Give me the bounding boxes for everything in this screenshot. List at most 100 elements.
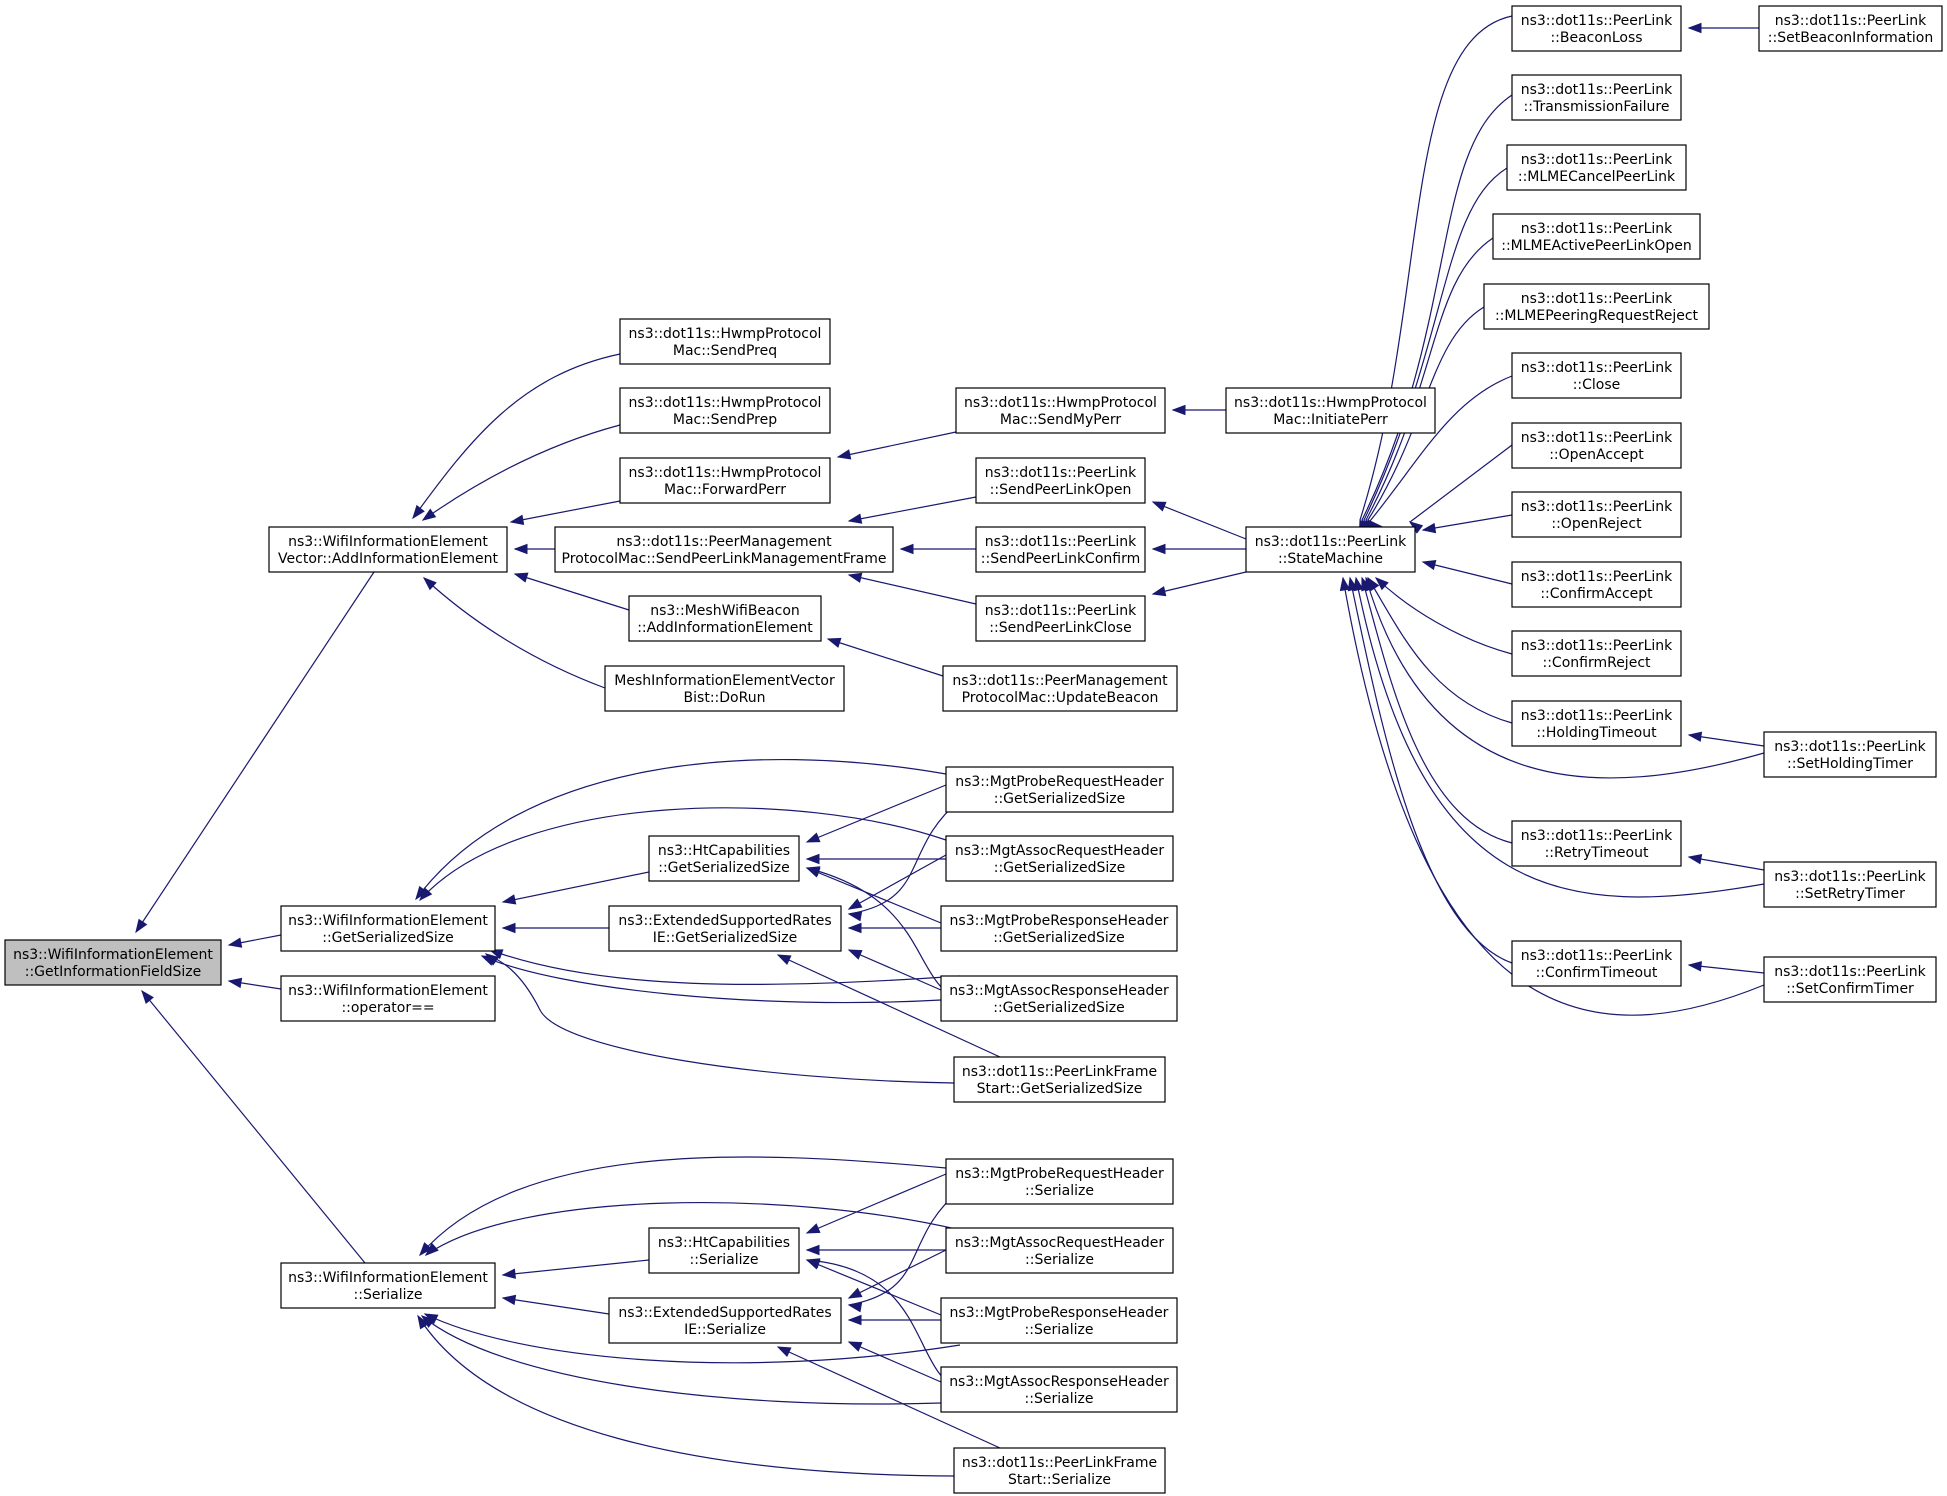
edge-updateBeacon-to-meshBeaconAdd — [826, 637, 944, 677]
edge-line — [481, 955, 942, 1004]
node-holdingTimeout[interactable]: ns3::dot11s::PeerLink::HoldingTimeout — [1511, 700, 1682, 747]
node-assocReqSize[interactable]: ns3::MgtAssocRequestHeader::GetSerialize… — [945, 835, 1174, 882]
node-setHoldingTimer[interactable]: ns3::dot11s::PeerLink::SetHoldingTimer — [1763, 731, 1937, 778]
node-label-line: MeshInformationElementVector — [614, 673, 835, 689]
node-box — [648, 1227, 800, 1274]
node-getSerSize[interactable]: ns3::WifiInformationElement::GetSerializ… — [280, 905, 496, 952]
edge-line — [777, 1346, 1001, 1449]
node-box — [604, 665, 845, 712]
node-label-line: ns3::dot11s::HwmpProtocol — [629, 465, 822, 481]
node-root[interactable]: ns3::WifiInformationElement::GetInformat… — [4, 939, 222, 986]
node-beaconLoss[interactable]: ns3::dot11s::PeerLink::BeaconLoss — [1511, 5, 1682, 52]
node-label-line: ns3::dot11s::PeerLink — [1521, 638, 1673, 654]
arrowhead-icon — [826, 637, 842, 648]
edge-beaconLoss-to-stateMachine — [1358, 15, 1513, 534]
node-label-line: ns3::dot11s::PeerLink — [1774, 739, 1926, 755]
arrowhead-icon — [501, 1294, 517, 1306]
node-box — [945, 835, 1174, 882]
node-updateBeacon[interactable]: ns3::dot11s::PeerManagementProtocolMac::… — [942, 665, 1178, 712]
node-label-line: ::SendPeerLinkClose — [989, 620, 1131, 636]
node-box — [4, 939, 222, 986]
edge-probeReqSize-to-extRatesSize — [847, 799, 961, 922]
node-box — [940, 1297, 1178, 1344]
edge-line — [848, 949, 942, 991]
node-addInfoVec[interactable]: ns3::WifiInformationElementVector::AddIn… — [268, 526, 508, 573]
node-meshBeaconAdd[interactable]: ns3::MeshWifiBeacon::AddInformationEleme… — [628, 595, 822, 642]
node-sendPLOpen[interactable]: ns3::dot11s::PeerLink::SendPeerLinkOpen — [975, 457, 1146, 504]
node-sendPLMF[interactable]: ns3::dot11s::PeerManagementProtocolMac::… — [554, 526, 894, 573]
arrowhead-icon — [513, 543, 528, 555]
node-probeReqSize[interactable]: ns3::MgtProbeRequestHeader::GetSerialize… — [945, 766, 1174, 813]
node-stateMachine[interactable]: ns3::dot11s::PeerLink::StateMachine — [1245, 526, 1416, 573]
node-confirmAccept[interactable]: ns3::dot11s::PeerLink::ConfirmAccept — [1511, 561, 1682, 608]
node-forwardPerr[interactable]: ns3::dot11s::HwmpProtocolMac::ForwardPer… — [619, 457, 831, 504]
node-box — [1225, 387, 1436, 434]
node-initiatePerr[interactable]: ns3::dot11s::HwmpProtocolMac::InitiatePe… — [1225, 387, 1436, 434]
node-label-line: ::SetRetryTimer — [1795, 886, 1905, 902]
node-htCapSer[interactable]: ns3::HtCapabilities::Serialize — [648, 1227, 800, 1274]
node-mlmeActive[interactable]: ns3::dot11s::PeerLink::MLMEActivePeerLin… — [1492, 213, 1701, 260]
node-label-line: ns3::dot11s::HwmpProtocol — [629, 326, 822, 342]
node-close[interactable]: ns3::dot11s::PeerLink::Close — [1511, 352, 1682, 399]
edge-line — [502, 1297, 610, 1315]
node-probeRespSer[interactable]: ns3::MgtProbeResponseHeader::Serialize — [940, 1297, 1178, 1344]
node-setConfirmTimer[interactable]: ns3::dot11s::PeerLink::SetConfirmTimer — [1763, 956, 1937, 1003]
node-plFrameSer[interactable]: ns3::dot11s::PeerLinkFrameStart::Seriali… — [953, 1447, 1166, 1494]
edge-setBeaconInfo-to-beaconLoss — [1687, 22, 1759, 34]
node-label-line: ::Serialize — [1025, 1252, 1094, 1268]
node-box — [554, 526, 894, 573]
node-confirmReject[interactable]: ns3::dot11s::PeerLink::ConfirmReject — [1511, 630, 1682, 677]
edge-retryTimeout-to-stateMachine — [1361, 576, 1513, 844]
edge-probeReqSer-to-serialize — [419, 1156, 947, 1257]
node-retryTimeout[interactable]: ns3::dot11s::PeerLink::RetryTimeout — [1511, 820, 1682, 867]
node-box — [975, 526, 1146, 573]
node-probeRespSize[interactable]: ns3::MgtProbeResponseHeader::GetSerializ… — [940, 905, 1178, 952]
edge-stateMachine-to-sendPLConfirm — [1151, 543, 1246, 555]
node-serialize[interactable]: ns3::WifiInformationElement::Serialize — [280, 1262, 496, 1309]
node-box — [1758, 5, 1943, 52]
node-confirmTimeout[interactable]: ns3::dot11s::PeerLink::ConfirmTimeout — [1511, 940, 1682, 987]
node-box — [1511, 491, 1682, 538]
node-probeReqSer[interactable]: ns3::MgtProbeRequestHeader::Serialize — [945, 1158, 1174, 1205]
node-txFailure[interactable]: ns3::dot11s::PeerLink::TransmissionFailu… — [1511, 74, 1682, 121]
node-mlmeReject[interactable]: ns3::dot11s::PeerLink::MLMEPeeringReques… — [1483, 283, 1710, 330]
node-htCapSize[interactable]: ns3::HtCapabilities::GetSerializedSize — [648, 835, 800, 882]
node-openReject[interactable]: ns3::dot11s::PeerLink::OpenReject — [1511, 491, 1682, 538]
node-label-line: ns3::MgtProbeRequestHeader — [955, 774, 1164, 790]
arrowhead-icon — [1171, 404, 1186, 416]
node-setBeaconInfo[interactable]: ns3::dot11s::PeerLink::SetBeaconInformat… — [1758, 5, 1943, 52]
edge-plFrameSize-to-getSerSize — [484, 953, 955, 1084]
node-sendPLConfirm[interactable]: ns3::dot11s::PeerLink::SendPeerLinkConfi… — [975, 526, 1146, 573]
node-assocReqSer[interactable]: ns3::MgtAssocRequestHeader::Serialize — [945, 1227, 1174, 1274]
node-mlmeCancel[interactable]: ns3::dot11s::PeerLink::MLMECancelPeerLin… — [1506, 144, 1687, 191]
node-opEq[interactable]: ns3::WifiInformationElement::operator== — [280, 975, 496, 1022]
node-label-line: ::SetConfirmTimer — [1786, 981, 1914, 997]
edge-forwardPerr-to-addInfoVec — [509, 500, 621, 525]
node-plFrameSize[interactable]: ns3::dot11s::PeerLinkFrameStart::GetSeri… — [953, 1056, 1166, 1103]
node-extRatesSize[interactable]: ns3::ExtendedSupportedRatesIE::GetSerial… — [608, 905, 842, 952]
arrowhead-icon — [1687, 854, 1703, 865]
arrowhead-icon — [501, 1268, 516, 1279]
node-setRetryTimer[interactable]: ns3::dot11s::PeerLink::SetRetryTimer — [1763, 861, 1937, 908]
edge-line — [1359, 15, 1513, 521]
node-assocRespSer[interactable]: ns3::MgtAssocResponseHeader::Serialize — [940, 1366, 1178, 1413]
node-sendPLClose[interactable]: ns3::dot11s::PeerLink::SendPeerLinkClose — [975, 595, 1146, 642]
edge-line — [1361, 577, 1513, 844]
node-label-line: ns3::ExtendedSupportedRates — [618, 913, 831, 929]
node-box — [1511, 561, 1682, 608]
arrowhead-icon — [899, 543, 914, 555]
node-openAccept[interactable]: ns3::dot11s::PeerLink::OpenAccept — [1511, 422, 1682, 469]
node-box — [1763, 731, 1937, 778]
arrowhead-icon — [1687, 731, 1703, 742]
node-label-line: ns3::dot11s::PeerLink — [985, 603, 1137, 619]
node-label-line: Mac::SendMyPerr — [1000, 412, 1121, 428]
node-box — [628, 595, 822, 642]
arrowhead-icon — [805, 866, 821, 877]
node-assocRespSize[interactable]: ns3::MgtAssocResponseHeader::GetSerializ… — [940, 975, 1178, 1022]
edge-line — [1152, 501, 1247, 540]
